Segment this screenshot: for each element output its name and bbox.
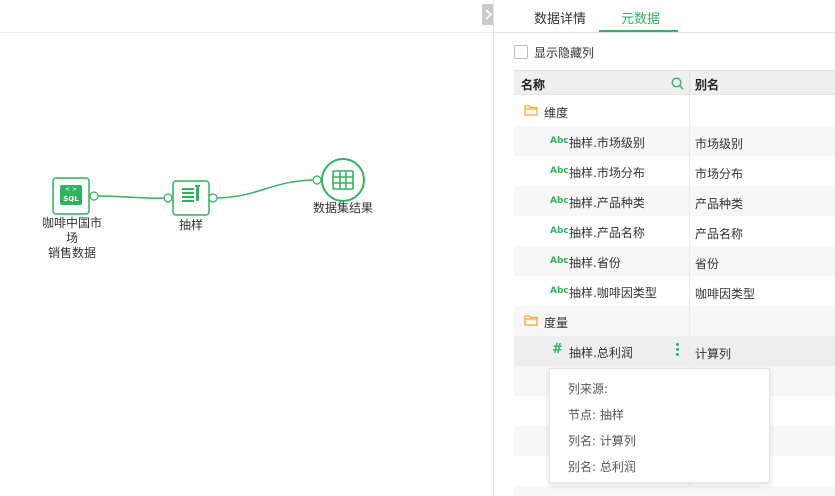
table-row[interactable]: Abc 抽样.省份 省份 (514, 246, 835, 276)
string-type-icon: Abc (550, 286, 569, 296)
field-name: 抽样.咖啡因类型 (569, 286, 657, 300)
sample-node[interactable] (163, 180, 218, 216)
empty-row (514, 486, 835, 496)
table-row[interactable]: Abc 抽样.咖啡因类型 咖啡因类型 (514, 276, 835, 306)
svg-text:< >: < > (65, 186, 77, 193)
field-alias: 计算列 (695, 347, 732, 361)
field-alias: 咖啡因类型 (695, 287, 756, 301)
tabs-divider (494, 32, 835, 33)
sample-output-port (208, 193, 218, 203)
field-name: 抽样.市场分布 (569, 166, 645, 180)
sql-node-label: 咖啡中国市场 销售数据 (37, 216, 107, 261)
result-node-label: 数据集结果 (312, 201, 373, 215)
column-divider (689, 306, 690, 336)
tab-metadata[interactable]: 元数据 (621, 12, 661, 27)
table-row[interactable]: Abc 抽样.产品名称 产品名称 (514, 216, 835, 246)
column-source-tooltip: 列来源: 节点: 抽样 列名: 计算列 别名: 总利润 (549, 368, 770, 483)
column-divider (689, 216, 690, 246)
sql-output-port (89, 191, 99, 201)
string-type-icon: Abc (550, 166, 569, 176)
field-name: 抽样.产品名称 (569, 226, 645, 240)
tooltip-alias: 别名: 总利润 (568, 460, 636, 474)
column-divider (689, 246, 690, 276)
column-divider (689, 336, 690, 366)
table-row[interactable]: Abc 抽样.市场级别 市场级别 (514, 126, 835, 156)
group-label: 度量 (544, 316, 569, 330)
result-node[interactable] (312, 158, 365, 202)
group-label: 维度 (544, 106, 569, 120)
field-name: 抽样.产品种类 (569, 196, 645, 210)
flow-canvas[interactable]: SQL < > (0, 0, 493, 496)
folder-icon (524, 315, 538, 326)
field-alias: 产品名称 (695, 227, 744, 241)
edge-sql-to-sample (93, 195, 169, 199)
table-header: 名称 别名 (514, 70, 835, 96)
header-divider (689, 71, 690, 96)
more-options-icon[interactable] (676, 343, 680, 359)
number-type-icon: # (552, 342, 563, 357)
flow-diagram: SQL < > (52, 158, 365, 216)
string-type-icon: Abc (550, 226, 569, 236)
tab-data-details[interactable]: 数据详情 (534, 12, 587, 27)
field-alias: 市场级别 (695, 137, 744, 151)
header-alias: 别名 (695, 78, 720, 92)
field-name: 抽样.省份 (569, 256, 621, 270)
group-row-dimension[interactable]: 维度 (514, 96, 835, 126)
tooltip-node: 节点: 抽样 (568, 408, 624, 422)
sql-icon (60, 185, 82, 205)
column-divider (689, 126, 690, 156)
header-name: 名称 (521, 78, 546, 92)
active-tab-indicator (599, 30, 678, 33)
table-row[interactable]: Abc 抽样.产品种类 产品种类 (514, 186, 835, 216)
field-alias: 省份 (695, 257, 720, 271)
result-input-port (312, 175, 322, 185)
canvas-divider (0, 32, 493, 33)
folder-icon (524, 105, 538, 116)
svg-text:SQL: SQL (63, 195, 79, 203)
string-type-icon: Abc (550, 136, 569, 146)
column-divider (689, 96, 690, 126)
field-name: 抽样.市场级别 (569, 136, 645, 150)
tooltip-column: 列名: 计算列 (568, 434, 636, 448)
show-hidden-checkbox[interactable] (514, 45, 528, 59)
table-row-selected[interactable]: # 抽样.总利润 计算列 (514, 336, 835, 366)
tooltip-title: 列来源: (568, 382, 609, 396)
search-icon[interactable] (671, 77, 684, 90)
group-row-measure[interactable]: 度量 (514, 306, 835, 336)
show-hidden-label[interactable]: 显示隐藏列 (534, 46, 595, 60)
sql-node[interactable]: SQL < > (52, 177, 99, 215)
column-divider (689, 276, 690, 306)
field-alias: 市场分布 (695, 167, 744, 181)
sample-node-label: 抽样 (178, 218, 203, 232)
string-type-icon: Abc (550, 256, 569, 266)
sample-input-port (163, 193, 173, 203)
sql-node-label-line2: 销售数据 (47, 246, 96, 260)
field-alias: 产品种类 (695, 197, 744, 211)
sql-node-label-line1: 咖啡中国市场 (41, 216, 102, 245)
edge-sample-to-result (212, 179, 318, 199)
column-divider (689, 186, 690, 216)
table-grid-icon (332, 170, 354, 190)
table-row[interactable]: Abc 抽样.市场分布 市场分布 (514, 156, 835, 186)
sample-icon (182, 185, 200, 202)
string-type-icon: Abc (550, 196, 569, 206)
column-divider (689, 156, 690, 186)
field-name: 抽样.总利润 (569, 346, 633, 360)
